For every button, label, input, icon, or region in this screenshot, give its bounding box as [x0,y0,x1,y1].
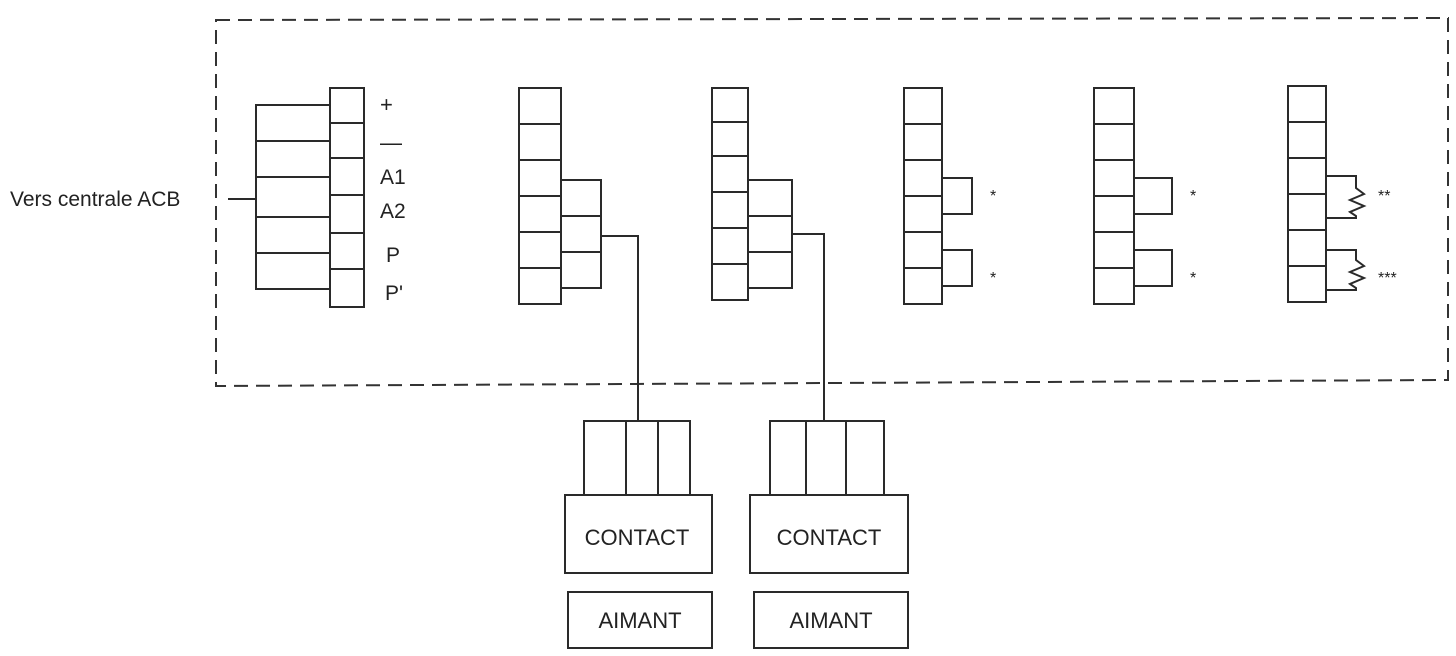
terminal-label-p: P [386,244,400,267]
resistor-top [1326,175,1367,219]
device-1-magnet-label: AIMANT [598,608,681,633]
terminal-block-6 [1287,85,1327,303]
terminal-block-3 [711,87,793,301]
terminal-block-4 [903,87,973,305]
device-2 [749,420,909,649]
terminal-label-a2: A2 [380,200,406,223]
wire-to-device-1 [601,235,639,421]
marker-block4-bottom: * [990,270,996,287]
marker-block5-top: * [1190,188,1196,205]
terminal-labels: + — A1 A2 P P' [380,92,406,305]
marker-block6-bottom: *** [1378,270,1397,287]
resistor-bottom [1326,249,1367,291]
device-2-magnet-label: AIMANT [789,608,872,633]
terminal-block-5 [1093,87,1173,305]
enclosure-boundary [215,16,1449,388]
terminal-label-p-prime: P' [385,282,403,305]
terminal-label-minus: — [380,130,402,155]
device-2-contact-label: CONTACT [777,525,882,550]
wire-to-device-2 [792,233,825,421]
marker-block5-bottom: * [1190,270,1196,287]
terminal-block-1 [255,87,365,308]
terminal-block-2 [518,87,602,305]
source-label: Vers centrale ACB [10,188,180,211]
marker-block6-top: ** [1378,188,1390,205]
marker-block4-top: * [990,188,996,205]
device-1 [564,420,713,649]
device-1-contact-label: CONTACT [585,525,690,550]
terminal-label-a1: A1 [380,166,406,189]
terminal-label-plus: + [380,92,393,117]
